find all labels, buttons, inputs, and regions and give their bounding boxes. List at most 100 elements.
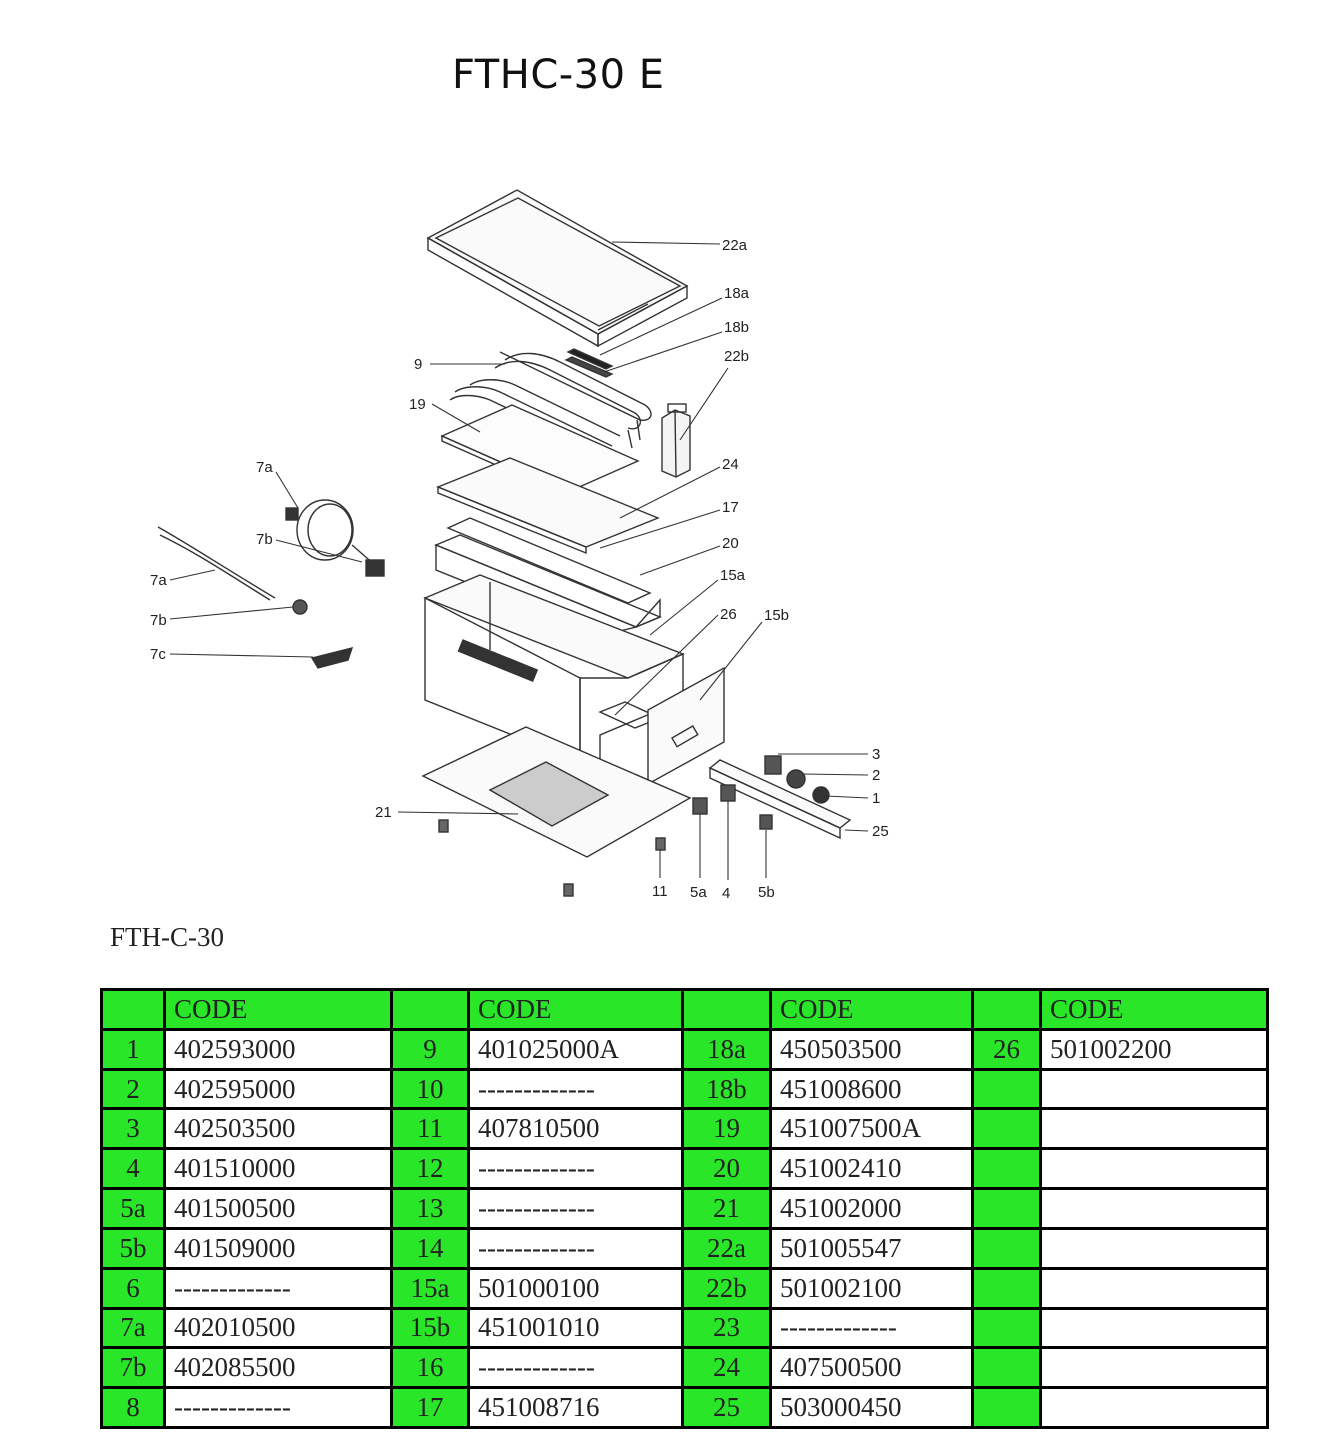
model-subtitle: FTH-C-30 [110,922,224,952]
part-code-cell: ------------- [467,1187,684,1230]
header-num-cell [681,988,772,1031]
callout-label: 11 [652,883,668,900]
part-code-cell: ------------- [467,1346,684,1390]
part-code-cell: ------------- [769,1306,974,1350]
item-number-cell: 5a [100,1187,166,1230]
item-number-cell [971,1107,1042,1151]
part-25-bar [708,759,852,840]
item-number-cell: 2 [100,1067,166,1111]
item-number-cell: 11 [390,1107,470,1151]
callout-label: 25 [872,823,889,840]
item-number-cell [971,1306,1042,1350]
header-num-cell [971,988,1042,1031]
part-24-plate [436,457,660,555]
callout-label: 17 [722,499,739,516]
item-number-cell [971,1386,1042,1429]
part-7-cable [157,499,385,601]
part-code-cell [1039,1226,1269,1270]
item-number-cell: 15a [390,1266,470,1310]
callout-label: 26 [720,606,737,623]
part-code-cell [1039,1266,1269,1310]
item-number-cell: 18a [681,1027,772,1071]
part-code-cell: 503000450 [769,1386,974,1429]
callout-label: 18b [724,319,749,336]
part-code-cell: 501002100 [769,1266,974,1310]
table-header-row: CODE CODE CODE CODE [100,988,1269,1031]
part-code-cell: 501002200 [1039,1027,1269,1071]
item-number-cell: 1 [100,1027,166,1071]
callout-label: 3 [872,746,880,763]
part-code-cell: 451002410 [769,1147,974,1191]
part-7b-connector [292,599,308,615]
part-code-cell [1039,1187,1269,1230]
item-number-cell: 13 [390,1187,470,1230]
part-code-cell: 401025000A [467,1027,684,1071]
part-22b [661,403,691,478]
callout-label: 7a [150,572,167,589]
callout-label: 1 [872,790,880,807]
item-number-cell: 18b [681,1067,772,1111]
callout-label: 18a [724,285,750,302]
part-code-cell: 451008600 [769,1067,974,1111]
part-code-cell: 501000100 [467,1266,684,1310]
item-number-cell: 19 [681,1107,772,1151]
item-number-cell: 7a [100,1306,166,1350]
callout-label: 4 [722,885,730,902]
callout-leaders [169,241,869,880]
part-18-bars [564,348,614,378]
callout-label: 24 [722,456,739,473]
callout-label: 9 [414,356,422,373]
item-number-cell: 7b [100,1346,166,1390]
item-number-cell [971,1226,1042,1270]
part-9-heating-element [449,351,652,456]
part-code-cell: 402593000 [163,1027,393,1071]
part-21-base-plate [421,726,692,858]
part-code-cell [1039,1067,1269,1111]
header-code-cell: CODE [467,988,684,1031]
part-code-cell: 451001010 [467,1306,684,1350]
part-code-cell: 401510000 [163,1147,393,1191]
callout-label: 2 [872,767,880,784]
item-number-cell: 22b [681,1266,772,1310]
part-code-cell: 402595000 [163,1067,393,1111]
item-number-cell: 21 [681,1187,772,1230]
callout-label: 15b [764,607,789,624]
header-code-cell: CODE [769,988,974,1031]
part-15a-housing [423,574,685,764]
callout-label: 5a [690,884,707,901]
part-code-cell [1039,1306,1269,1350]
part-code-cell: 451002000 [769,1187,974,1230]
part-15b-panel [647,666,725,786]
item-number-cell: 25 [681,1386,772,1429]
header-code-cell: CODE [163,988,393,1031]
item-number-cell: 3 [100,1107,166,1151]
callout-label: 5b [758,884,775,901]
callout-label: 7a [256,459,273,476]
item-number-cell: 15b [390,1306,470,1350]
part-code-cell: 407500500 [769,1346,974,1390]
item-number-cell: 10 [390,1067,470,1111]
part-code-cell: 450503500 [769,1027,974,1071]
part-code-cell: 451007500A [769,1107,974,1151]
callout-label: 7b [150,612,167,629]
part-code-cell [1039,1147,1269,1191]
callout-label: 7b [256,531,273,548]
item-number-cell: 22a [681,1226,772,1270]
part-code-cell: 402010500 [163,1306,393,1350]
part-code-cell: ------------- [467,1147,684,1191]
item-number-cell: 14 [390,1226,470,1270]
callout-labels: 22a 18a 18b 22b 9 19 24 17 20 15a 26 15b… [150,237,889,902]
item-number-cell: 4 [100,1147,166,1191]
part-code-cell: ------------- [163,1386,393,1429]
part-code-cell: ------------- [163,1266,393,1310]
callout-label: 22a [722,237,748,254]
part-code-cell: ------------- [467,1226,684,1270]
